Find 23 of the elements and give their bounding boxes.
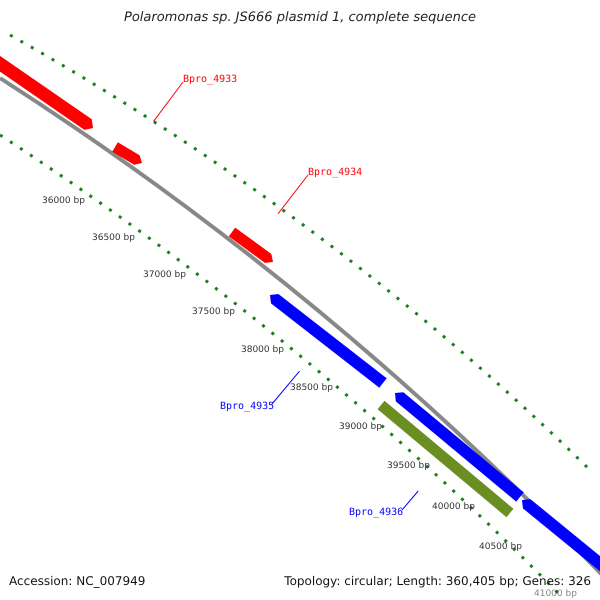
gene-label: Bpro_4934 <box>308 167 362 178</box>
gene-label: Bpro_4936 <box>349 507 404 518</box>
topology-text: Topology: circular; Length: 360,405 bp; Genes: 326 <box>284 574 591 588</box>
position-label: 39000 bp <box>339 422 382 432</box>
leader-line <box>402 490 419 510</box>
position-label: 36000 bp <box>42 196 85 206</box>
position-label: 37500 bp <box>192 307 235 317</box>
position-label: 37000 bp <box>143 270 186 280</box>
position-label: 36500 bp <box>92 233 135 243</box>
leader-line <box>278 174 308 214</box>
position-label: 39500 bp <box>387 461 430 471</box>
gene-feature <box>112 142 142 165</box>
position-label: 40500 bp <box>479 542 522 552</box>
leader-line <box>153 82 184 122</box>
gene-label: Bpro_4935 <box>220 401 274 412</box>
title: Polaromonas sp. JS666 plasmid 1, complete sequence <box>122 10 477 25</box>
accession-text: Accession: NC_007949 <box>9 574 146 588</box>
gene-feature <box>228 228 273 263</box>
position-label: 38500 bp <box>290 383 333 393</box>
position-label: 40000 bp <box>432 502 475 512</box>
position-label: 38000 bp <box>241 345 284 355</box>
leader-line <box>272 370 300 404</box>
gene-label: Bpro_4933 <box>183 74 238 85</box>
